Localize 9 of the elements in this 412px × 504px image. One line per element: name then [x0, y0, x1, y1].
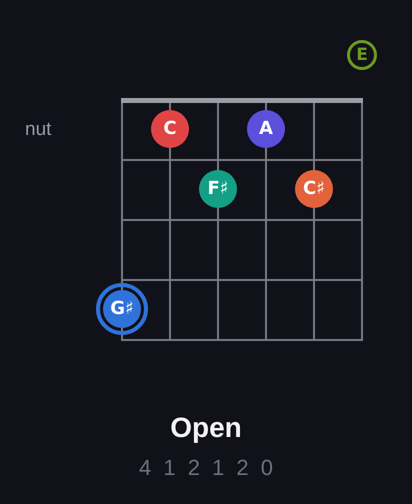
- open-string-marker: E: [347, 40, 377, 70]
- chord-title: Open: [170, 411, 242, 445]
- root-note-marker: G♯: [96, 283, 148, 335]
- note-marker: C: [151, 110, 189, 148]
- nut-label: nut: [25, 118, 52, 142]
- note-marker: C♯: [295, 170, 333, 208]
- fingering-numbers: 4 1 2 1 2 0: [138, 454, 276, 482]
- note-marker: F♯: [199, 170, 237, 208]
- note-marker: A: [247, 110, 285, 148]
